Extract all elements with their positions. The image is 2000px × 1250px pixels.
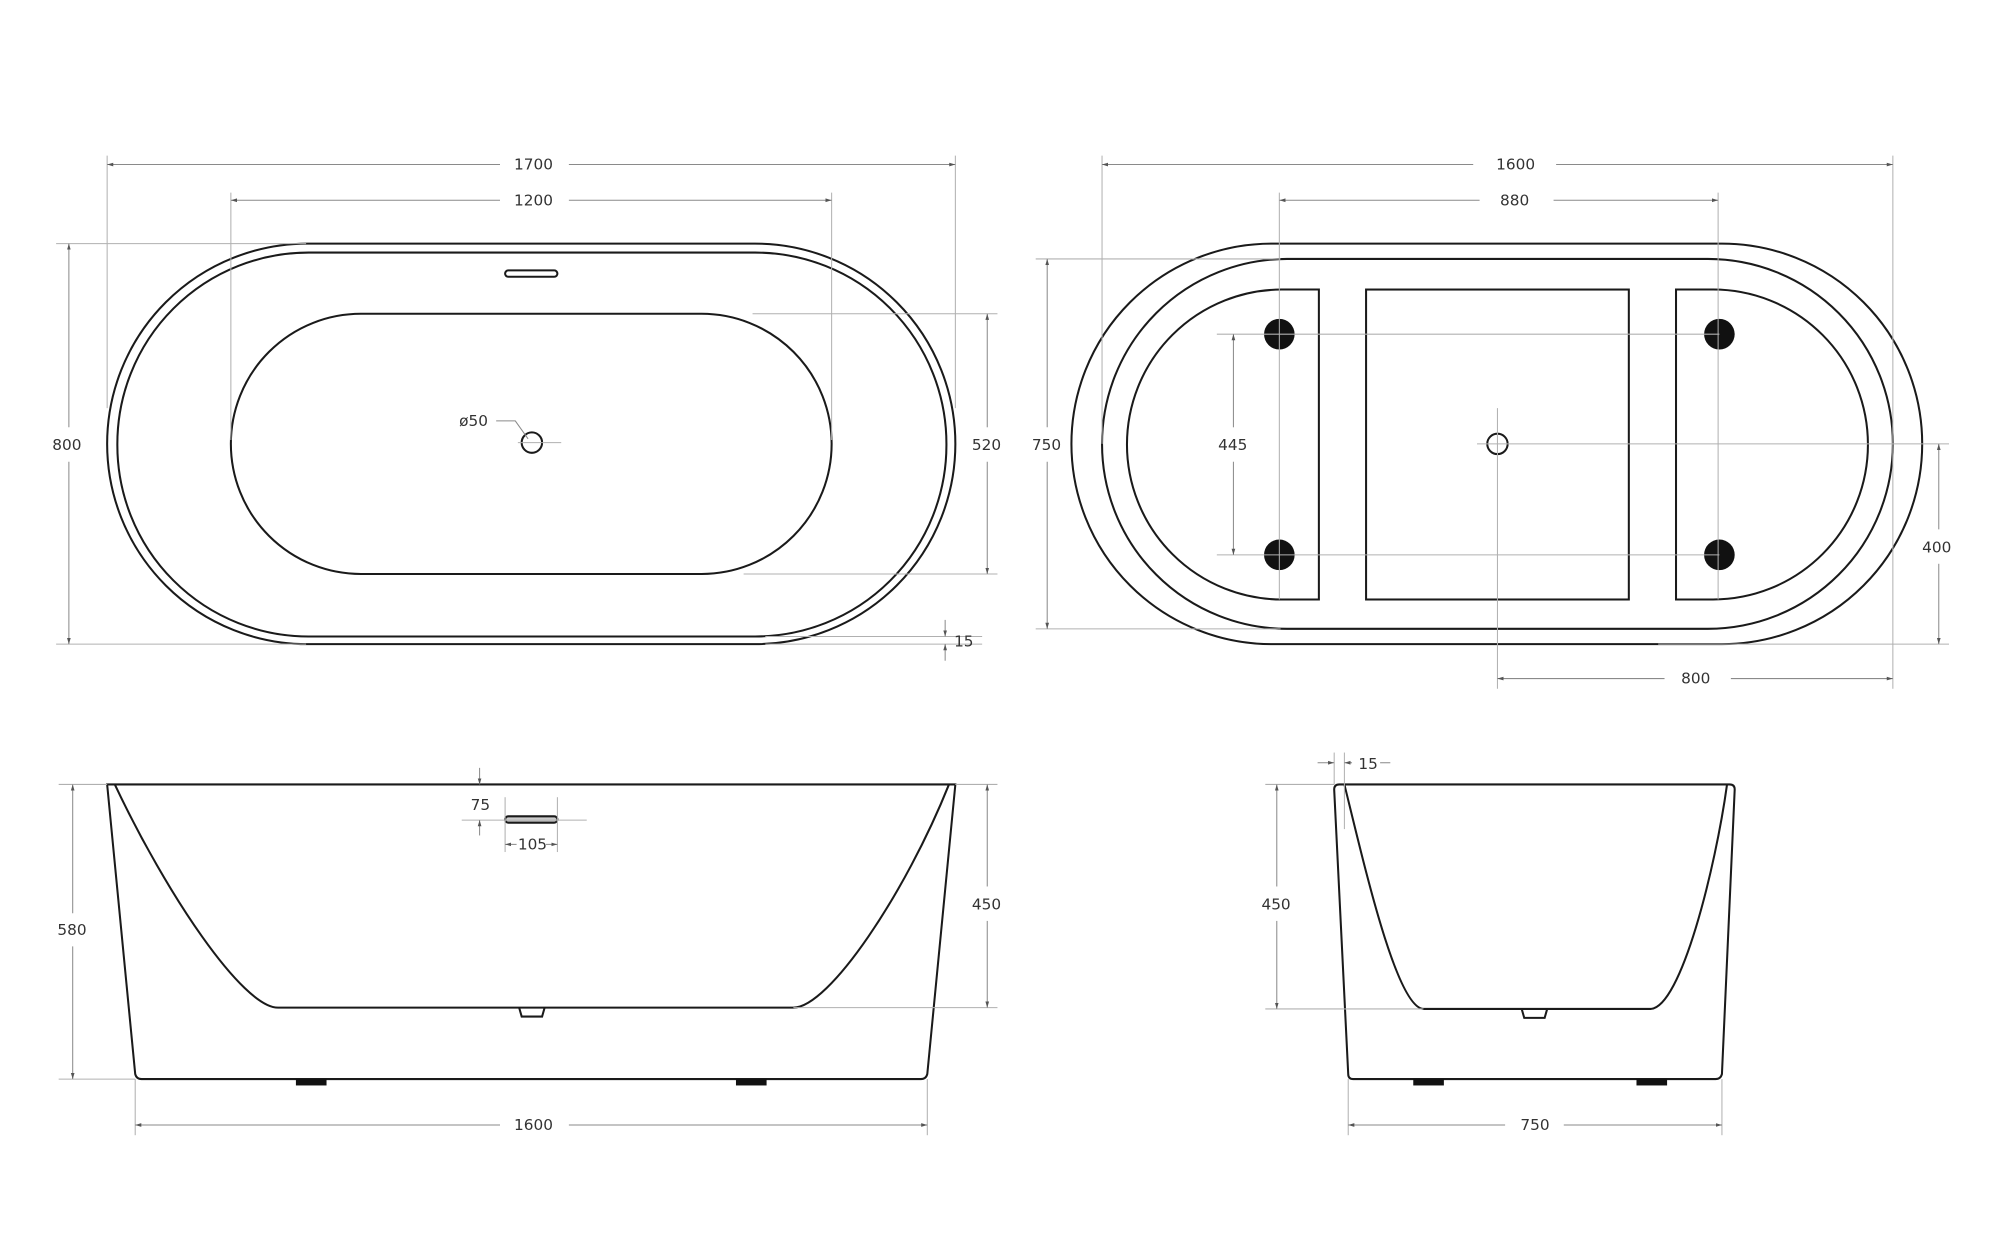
tub-inner-rim — [116, 251, 948, 638]
dim-inner-depth: 450 — [1261, 895, 1290, 913]
dim-base-length: 1600 — [1496, 156, 1535, 174]
dim-rim-thickness: 15 — [1358, 755, 1377, 773]
left-support-pad — [1125, 288, 1320, 601]
dim-inner-width: 520 — [972, 436, 1001, 454]
tub-outer-rim — [106, 242, 957, 646]
dim-inner-length: 1200 — [514, 191, 553, 209]
dim-drain-to-edge-x: 800 — [1681, 670, 1710, 688]
dim-overall-length: 1700 — [514, 156, 553, 174]
dim-rim-thickness: 15 — [954, 633, 973, 651]
foot-icon — [1636, 1079, 1668, 1086]
drain-outlet — [1520, 1008, 1549, 1019]
tub-front-shell — [106, 783, 957, 1081]
dim-overall-width: 800 — [52, 436, 81, 454]
front-view: 580 450 75 105 1600 — [57, 767, 1001, 1136]
overflow-slot — [504, 815, 559, 824]
drain-outlet — [518, 1007, 546, 1018]
tub-basin — [229, 312, 833, 575]
tub-front-basin-profile — [113, 784, 950, 1009]
bottom-view: 1600 880 750 445 400 800 — [1032, 155, 1951, 689]
top-view: ø50 1700 1200 800 520 15 — [52, 155, 1001, 661]
dim-overflow-offset: 75 — [471, 796, 490, 814]
dim-base-width: 750 — [1520, 1116, 1549, 1134]
right-support-pad — [1675, 288, 1869, 601]
dim-foot-spacing-width: 445 — [1218, 436, 1247, 454]
tub-side-shell — [1333, 783, 1736, 1081]
drain-diameter-label: ø50 — [459, 412, 488, 430]
foot-icon — [1413, 1079, 1444, 1086]
dim-overflow-width: 105 — [518, 835, 547, 853]
side-view: 15 450 750 — [1261, 752, 1736, 1136]
dim-drain-to-edge-y: 400 — [1922, 538, 1951, 556]
dim-foot-spacing-length: 880 — [1500, 191, 1529, 209]
tub-side-basin-profile — [1343, 784, 1729, 1010]
dim-overall-height: 580 — [57, 921, 86, 939]
foot-icon — [295, 1079, 327, 1086]
foot-icon — [735, 1079, 767, 1086]
dim-base-length: 1600 — [514, 1116, 553, 1134]
dim-inner-depth: 450 — [972, 895, 1001, 913]
dim-base-width: 750 — [1032, 436, 1061, 454]
overflow-slot — [504, 269, 559, 278]
